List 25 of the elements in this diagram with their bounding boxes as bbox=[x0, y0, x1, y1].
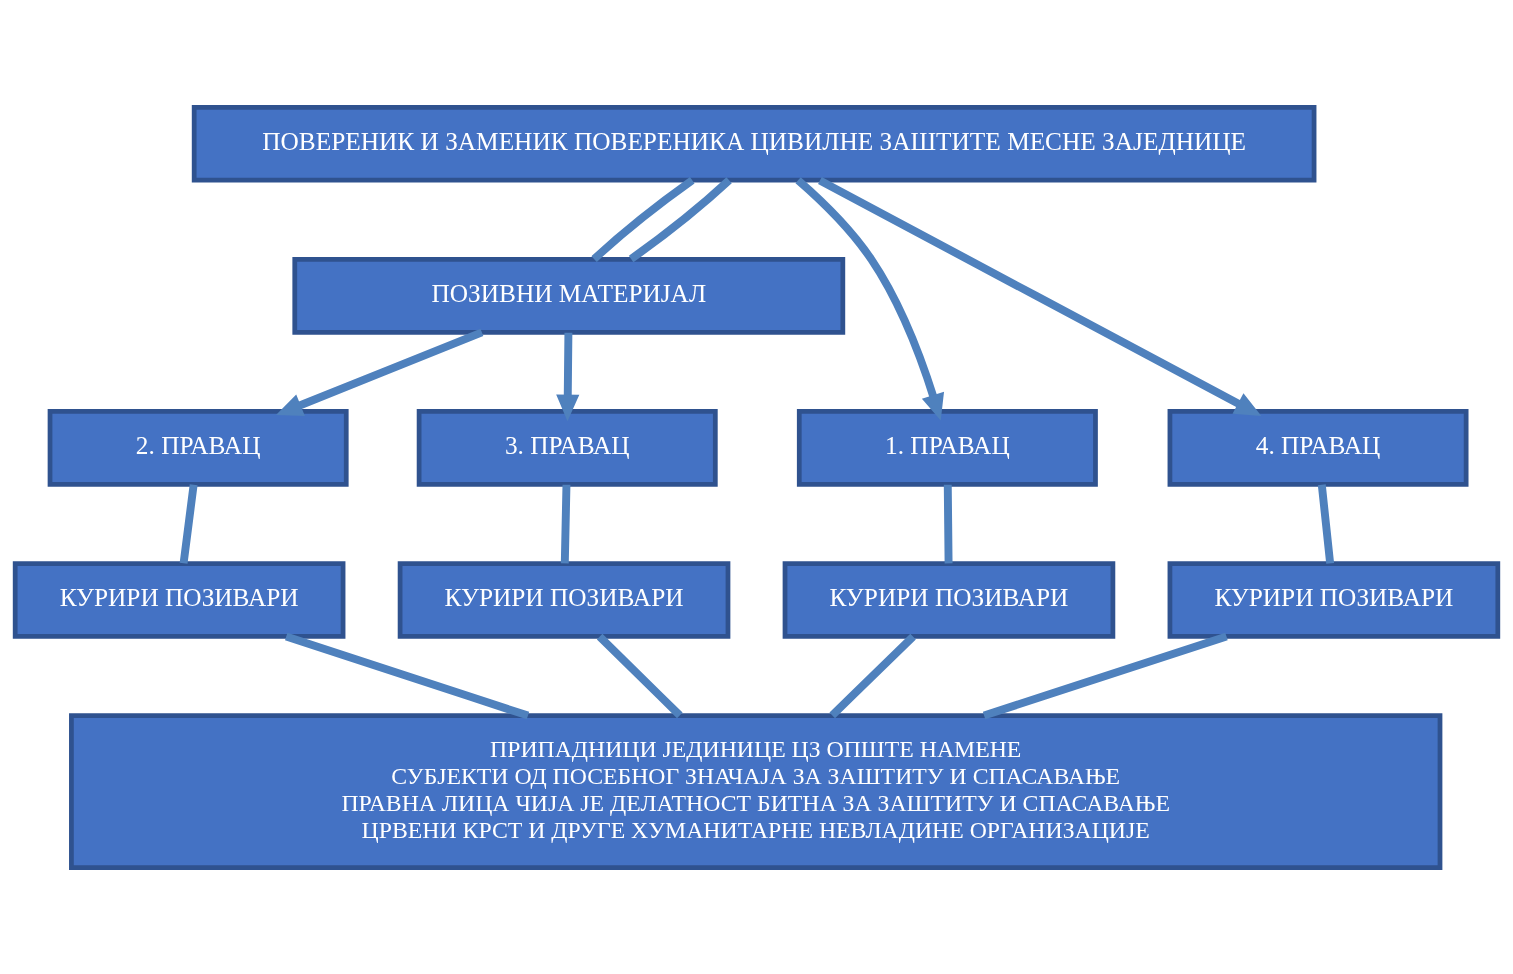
node-box: КУРИРИ ПОЗИВАРИ bbox=[397, 560, 731, 639]
node-box: ПРИПАДНИЦИ ЈЕДИНИЦЕ ЦЗ ОПШТЕ НАМЕНЕ СУБЈЕКТИ ОД ПОСЕБНОГ ЗНАЧАЈА ЗА ЗАШТИТУ И СПАСАВАЊЕ ПРАВНА ЛИЦА ЧИЈА ЈЕ ДЕЛАТНОСТ БИТНА ЗА ЗАШТИТУ И СПАСАВАЊЕ ЦРВЕНИ КРСТ И ДРУГЕ ХУМАНИТАРНЕ НЕВЛАДИНЕ ОРГАНИЗАЦИЈЕ bbox=[69, 712, 1443, 870]
connector bbox=[982, 632, 1228, 719]
connector bbox=[596, 633, 683, 718]
arrow bbox=[556, 332, 580, 421]
node-box: ПОЗИВНИ МАТЕРИЈАЛ bbox=[292, 256, 846, 335]
node-box: 1. ПРАВАЦ bbox=[796, 408, 1098, 487]
connector bbox=[943, 484, 953, 563]
node-box: ПОВЕРЕНИК И ЗАМЕНИК ПОВЕРЕНИКА ЦИВИЛНЕ ЗАШТИТЕ МЕСНЕ ЗАЈЕДНИЦЕ bbox=[191, 104, 1317, 183]
connector bbox=[179, 483, 198, 564]
connector bbox=[591, 176, 695, 262]
arrow bbox=[818, 176, 1262, 416]
connector bbox=[285, 632, 530, 719]
node-box: 2. ПРАВАЦ bbox=[47, 408, 349, 487]
connector bbox=[1317, 483, 1335, 564]
node-box: 3. ПРАВАЦ bbox=[416, 408, 718, 487]
connector bbox=[829, 633, 916, 718]
node-box: 4. ПРАВАЦ bbox=[1167, 408, 1469, 487]
node-box: КУРИРИ ПОЗИВАРИ bbox=[782, 560, 1116, 639]
connector bbox=[628, 176, 732, 262]
connector bbox=[560, 484, 571, 563]
node-box: КУРИРИ ПОЗИВАРИ bbox=[1167, 560, 1501, 639]
node-box: КУРИРИ ПОЗИВАРИ bbox=[12, 560, 346, 639]
arrow bbox=[275, 328, 484, 416]
arrow bbox=[795, 176, 945, 421]
